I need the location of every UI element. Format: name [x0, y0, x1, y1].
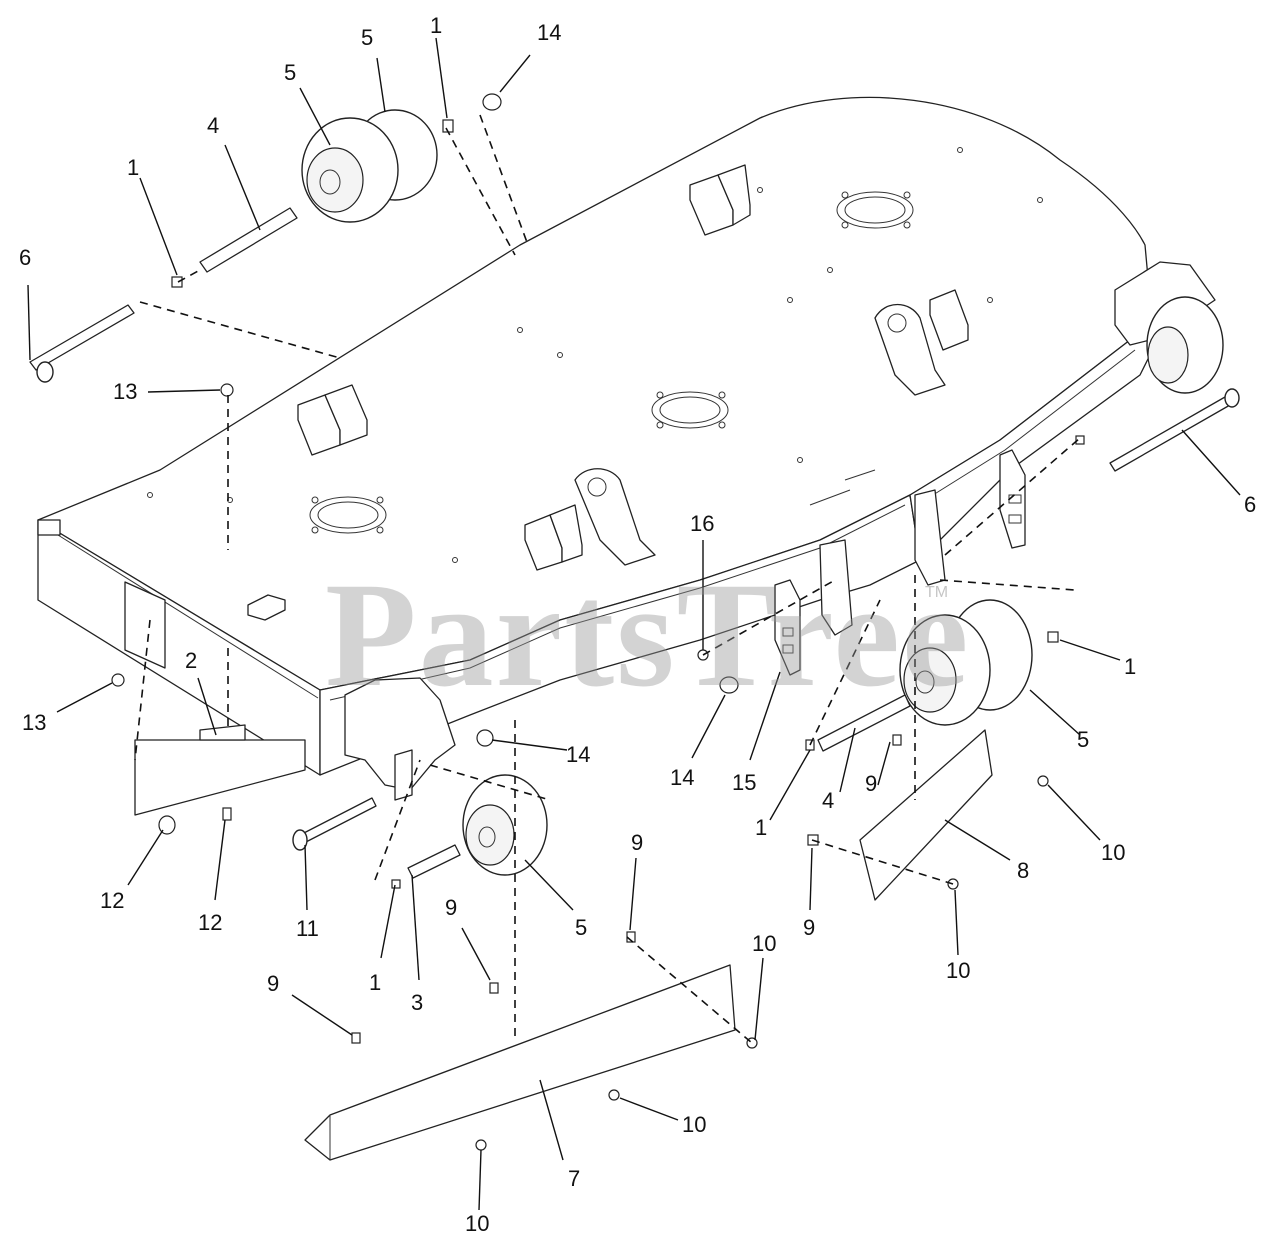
- callout-label: 6: [1244, 492, 1257, 517]
- callout-label: 14: [566, 742, 591, 767]
- callout-label: 9: [267, 971, 280, 996]
- callout-label: 5: [575, 915, 588, 940]
- brackets: [134, 261, 1216, 1161]
- callout-label: 8: [1017, 858, 1030, 883]
- assembly-lines: [134, 114, 1081, 1044]
- callout-label: 12: [100, 888, 125, 913]
- callout-label: 9: [631, 830, 644, 855]
- callout-label: 9: [865, 771, 878, 796]
- callout-label: 1: [127, 155, 140, 180]
- callout-label: 1: [1124, 654, 1137, 679]
- callout-label: 12: [198, 910, 223, 935]
- callout-label: 16: [690, 511, 715, 536]
- callout-label: 1: [369, 970, 382, 995]
- mower-deck: [37, 96, 1156, 776]
- callout-label: 14: [670, 765, 695, 790]
- callout-label: 3: [411, 990, 424, 1015]
- leader-lines: [27, 37, 1241, 1211]
- callout-label: 10: [1101, 840, 1126, 865]
- callout-label: 4: [822, 788, 835, 813]
- anti-scalp-wheels: [301, 109, 1224, 876]
- callout-label: 5: [1077, 727, 1090, 752]
- callout-label: 15: [732, 770, 757, 795]
- callout-label: 7: [568, 1166, 581, 1191]
- callout-label: 9: [445, 895, 458, 920]
- callout-label: 5: [361, 25, 374, 50]
- callout-label: 6: [19, 245, 32, 270]
- callout-label: 2: [185, 648, 198, 673]
- callout-label: 10: [752, 931, 777, 956]
- callout-label: 4: [207, 113, 220, 138]
- callout-label: 1: [755, 815, 768, 840]
- callout-label: 11: [296, 916, 319, 941]
- watermark: PartsTree: [325, 552, 971, 718]
- callout-label: 5: [284, 60, 297, 85]
- callout-label: 10: [682, 1112, 707, 1137]
- hardware: [29, 93, 1240, 1151]
- callout-label: 1: [430, 13, 443, 38]
- callout-label: 14: [537, 20, 562, 45]
- callout-label: 9: [803, 915, 816, 940]
- callout-label: 13: [22, 710, 47, 735]
- callout-label: 10: [465, 1211, 490, 1236]
- watermark-trademark: TM: [925, 584, 949, 601]
- callout-label: 13: [113, 379, 138, 404]
- callout-label: 10: [946, 958, 971, 983]
